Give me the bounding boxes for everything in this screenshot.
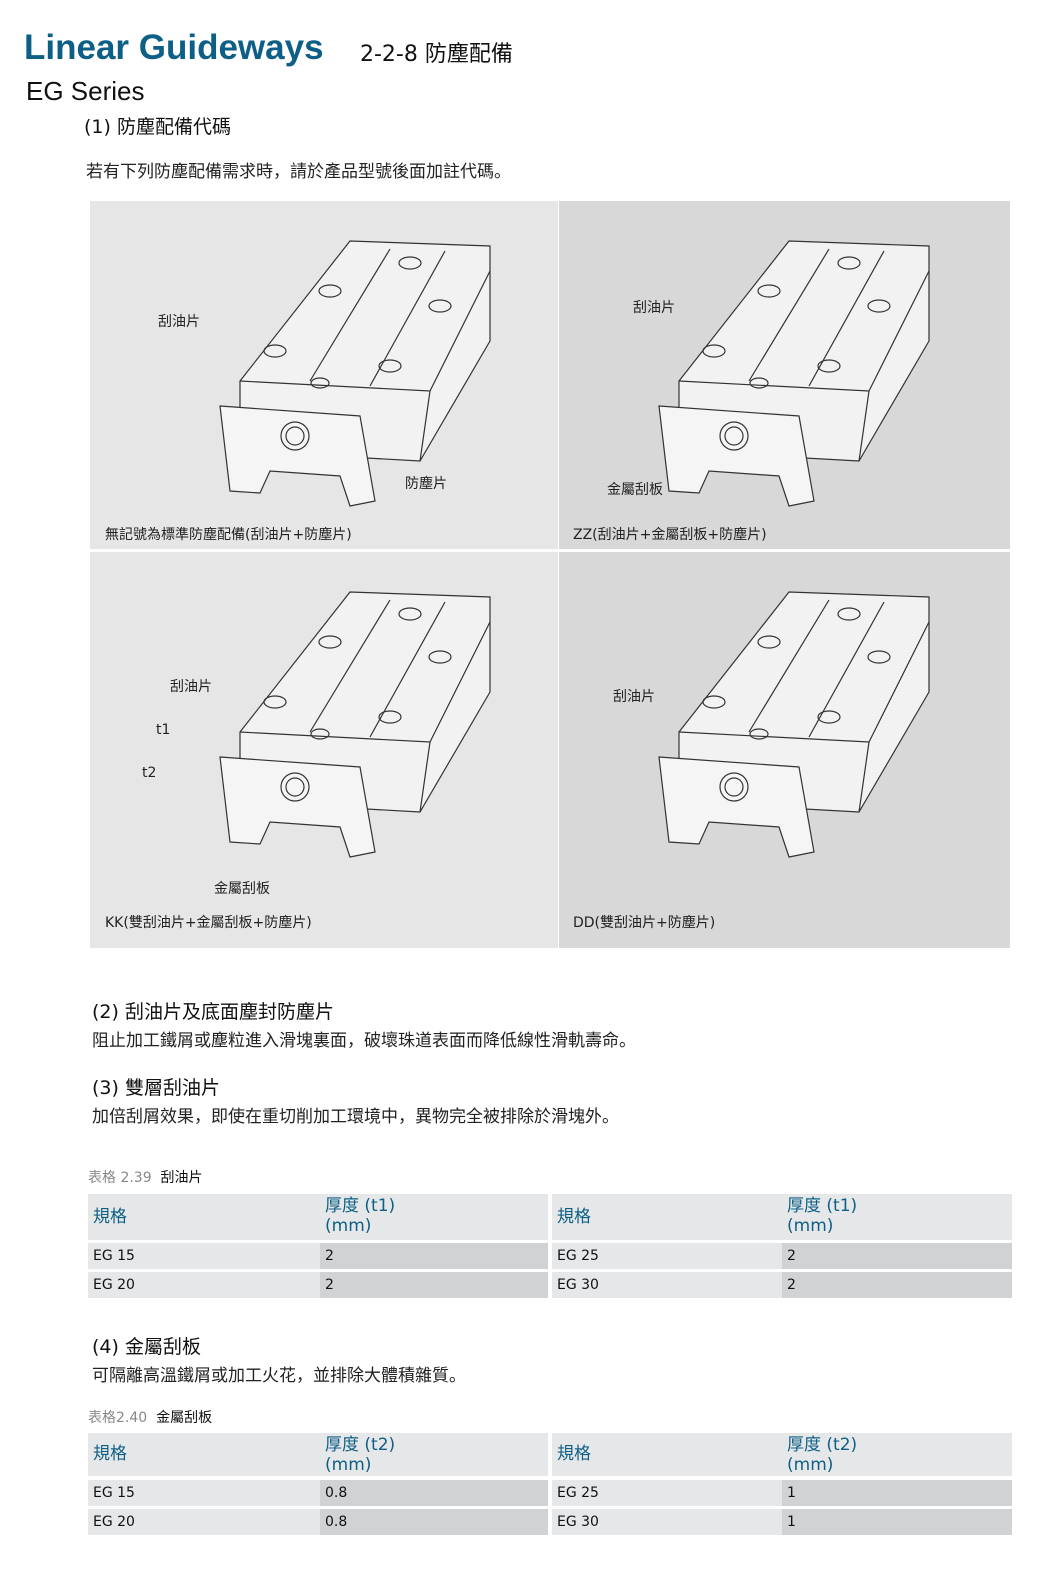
part-label: 金屬刮板: [214, 881, 270, 897]
table-header-cell: 規格: [88, 1433, 322, 1476]
table-cell: 2: [320, 1243, 548, 1269]
subsection-2-text: 阻止加工鐵屑或塵粒進入滑塊裏面，破壞珠道表面而降低線性滑軌壽命。: [92, 1031, 636, 1051]
table-header-cell: 厚度 (t1) (mm): [320, 1194, 548, 1240]
subsection-2-title: (2) 刮油片及底面塵封防塵片: [92, 1001, 334, 1023]
table-header-cell: 厚度 (t1) (mm): [782, 1194, 1012, 1240]
table-header-cell: 厚度 (t2) (mm): [320, 1433, 548, 1476]
table-cell: 2: [320, 1272, 548, 1298]
table-header-cell: 規格: [88, 1194, 322, 1240]
subsection-1-title: (1) 防塵配備代碼: [84, 116, 231, 138]
table-cell: 0.8: [320, 1480, 548, 1506]
series-title: EG Series: [26, 76, 145, 106]
illustration-panel: DD(雙刮油片+防塵片) 刮油片: [559, 552, 1010, 948]
table-cell: 1: [782, 1480, 1012, 1506]
table-cell: EG 30: [552, 1509, 782, 1535]
table-cell: EG 15: [88, 1480, 320, 1506]
table-cell: 2: [782, 1272, 1012, 1298]
table2-number: 表格2.40: [88, 1410, 148, 1426]
guideway-block-drawing: [658, 591, 930, 858]
table1-name: 刮油片: [160, 1170, 203, 1186]
table2-caption: 表格2.40 金屬刮板: [88, 1407, 212, 1427]
part-label: 防塵片: [405, 476, 447, 492]
table-cell: EG 25: [552, 1480, 782, 1506]
part-label: t2: [142, 765, 157, 781]
table-header-cell: 規格: [552, 1194, 784, 1240]
brand-title: Linear Guideways: [24, 28, 324, 67]
table1-caption: 表格 2.39 刮油片: [88, 1167, 203, 1187]
part-label: 刮油片: [633, 300, 675, 316]
table-cell: EG 15: [88, 1243, 320, 1269]
table-cell: 2: [782, 1243, 1012, 1269]
table2-name: 金屬刮板: [156, 1410, 213, 1426]
guideway-block-drawing: [219, 240, 491, 507]
guideway-block-drawing: [658, 240, 930, 507]
illustration-panel: ZZ(刮油片+金屬刮板+防塵片) 刮油片金屬刮板: [559, 201, 1010, 549]
table-cell: EG 20: [88, 1272, 320, 1298]
table1-number: 表格 2.39: [88, 1170, 152, 1186]
illustration-panel: 無記號為標準防塵配備(刮油片+防塵片) 刮油片防塵片: [90, 201, 558, 549]
guideway-block-drawing: [219, 591, 491, 858]
table-header-cell: 規格: [552, 1433, 784, 1476]
table-cell: EG 25: [552, 1243, 782, 1269]
subsection-3-title: (3) 雙層刮油片: [92, 1077, 220, 1099]
table-cell: EG 20: [88, 1509, 320, 1535]
part-label: 金屬刮板: [607, 482, 663, 498]
panel-caption: ZZ(刮油片+金屬刮板+防塵片): [573, 527, 767, 543]
illustration-panel: KK(雙刮油片+金屬刮板+防塵片) 刮油片 t1 t2 金屬刮板: [90, 552, 558, 948]
subsection-3-text: 加倍刮屑效果，即使在重切削加工環境中，異物完全被排除於滑塊外。: [92, 1107, 619, 1127]
part-label: 刮油片: [158, 314, 200, 330]
table-cell: EG 30: [552, 1272, 782, 1298]
part-label: 刮油片: [170, 679, 212, 695]
subsection-4-text: 可隔離高溫鐵屑或加工火花，並排除大體積雜質。: [92, 1366, 466, 1386]
table-cell: 0.8: [320, 1509, 548, 1535]
table-header-cell: 厚度 (t2) (mm): [782, 1433, 1012, 1476]
section-title: 2-2-8 防塵配備: [360, 42, 513, 67]
intro-text: 若有下列防塵配備需求時，請於產品型號後面加註代碼。: [86, 162, 511, 182]
part-label: 刮油片: [613, 689, 655, 705]
part-label: t1: [156, 722, 171, 738]
panel-caption: DD(雙刮油片+防塵片): [573, 915, 716, 931]
table-cell: 1: [782, 1509, 1012, 1535]
panel-caption: KK(雙刮油片+金屬刮板+防塵片): [105, 915, 312, 931]
subsection-4-title: (4) 金屬刮板: [92, 1336, 201, 1358]
panel-caption: 無記號為標準防塵配備(刮油片+防塵片): [105, 527, 352, 543]
